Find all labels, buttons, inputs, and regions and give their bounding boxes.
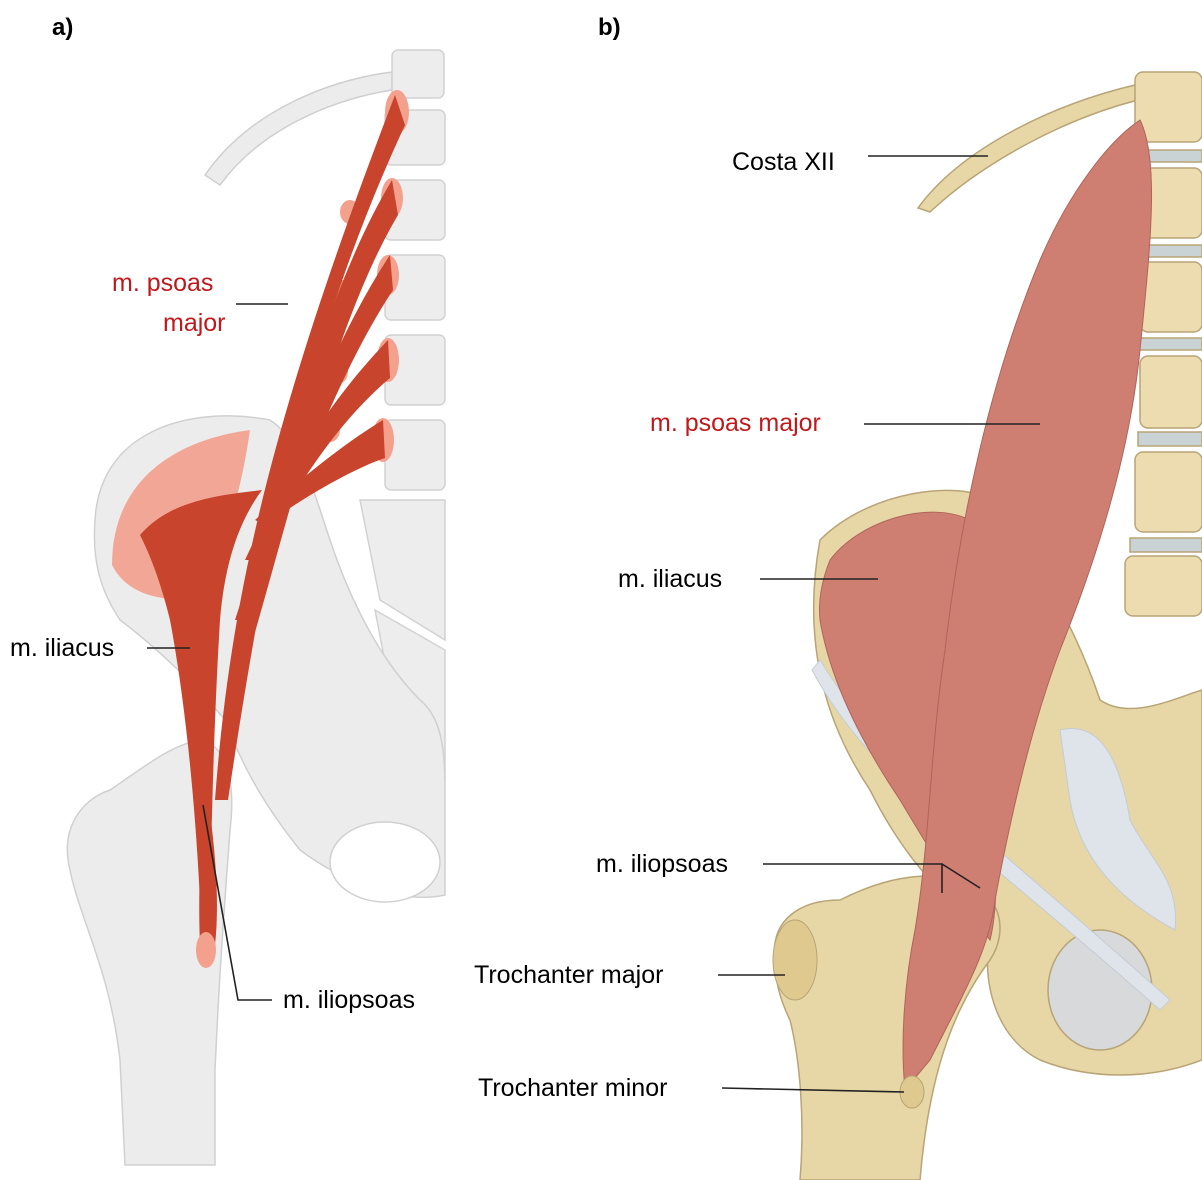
label-b-trochanter-minor: Trochanter minor <box>478 1073 667 1103</box>
label-a-psoas-major-line2: major <box>163 308 226 338</box>
greater-trochanter-b <box>773 920 817 1000</box>
label-b-costa: Costa XII <box>732 147 835 177</box>
rib-a <box>205 72 392 185</box>
label-b-trochanter-major: Trochanter major <box>474 960 663 990</box>
label-b-psoas-major: m. psoas major <box>650 408 821 438</box>
lesser-trochanter-insertion-a <box>196 932 216 968</box>
label-b-iliacus: m. iliacus <box>618 564 722 594</box>
label-a-iliopsoas: m. iliopsoas <box>283 985 415 1015</box>
label-a-iliacus: m. iliacus <box>10 633 114 663</box>
label-a-psoas-major-line1: m. psoas <box>112 268 213 298</box>
label-b-iliopsoas: m. iliopsoas <box>596 849 728 879</box>
obturator-foramen-a <box>330 822 440 902</box>
